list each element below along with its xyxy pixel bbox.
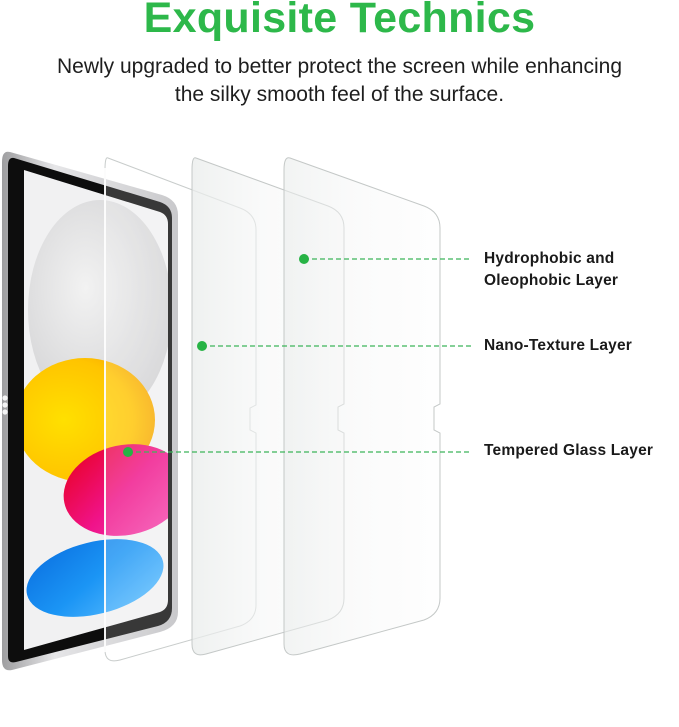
- label-tempered-glass-layer: Tempered Glass Layer: [484, 440, 653, 462]
- layer-illustration: [2, 151, 472, 671]
- label-line: Hydrophobic and: [484, 250, 615, 267]
- callout-dot-icon: [299, 254, 309, 264]
- callout-hydrophobic: [299, 254, 472, 264]
- callout-tempered: [123, 447, 472, 457]
- callout-dot-icon: [123, 447, 133, 457]
- glass-sheet-icon: [283, 157, 441, 656]
- label-hydrophobic-layer: Hydrophobic and Oleophobic Layer: [484, 248, 618, 292]
- callout-dot-icon: [197, 341, 207, 351]
- tablet-icon: [2, 151, 178, 671]
- label-line: Oleophobic Layer: [484, 272, 619, 289]
- label-nano-texture-layer: Nano-Texture Layer: [484, 335, 632, 357]
- callout-nano: [197, 341, 472, 351]
- page-title: Exquisite Technics: [143, 0, 536, 42]
- subtitle-line-2: the silky smooth feel of the surface.: [174, 83, 505, 106]
- label-line: Tempered Glass Layer: [484, 442, 654, 459]
- subtitle: Newly upgraded to better protect the scr…: [0, 53, 679, 109]
- label-line: Nano-Texture Layer: [484, 337, 633, 354]
- subtitle-line-1: Newly upgraded to better protect the scr…: [56, 55, 622, 78]
